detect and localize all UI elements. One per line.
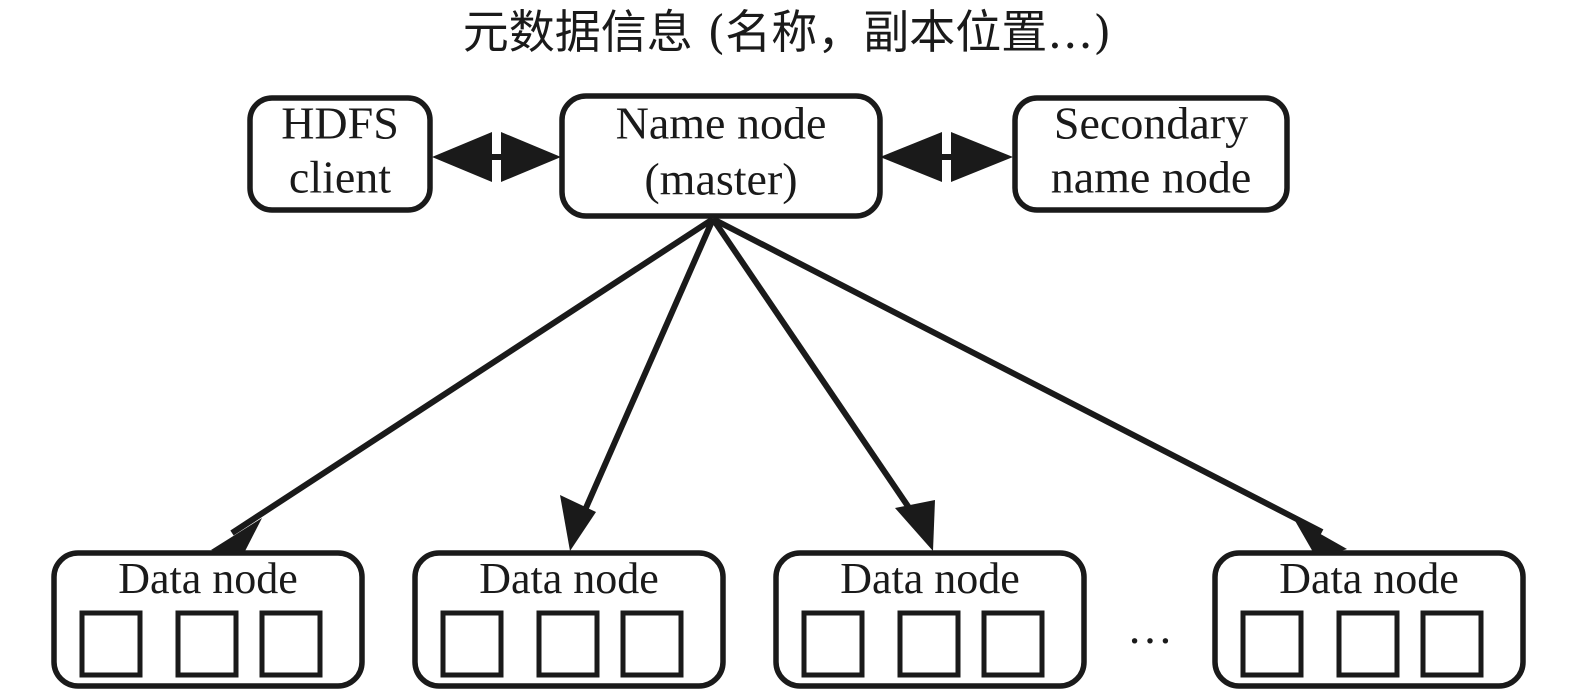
arrowhead-left-client <box>432 132 492 182</box>
secondary-name-node-box[interactable] <box>1012 95 1290 213</box>
node-data-node-3[interactable]: Data node <box>773 550 1087 689</box>
data-node-1-block-1 <box>79 610 143 678</box>
data-node-2-block-1 <box>440 610 504 678</box>
data-node-3-block-1 <box>801 610 865 678</box>
arrowhead-datanode-1 <box>211 518 262 559</box>
data-node-3-label: Data node <box>840 554 1020 603</box>
arrowhead-left-master <box>880 132 942 182</box>
data-node-2-block-2 <box>536 610 600 678</box>
node-secondary-name-node[interactable]: Secondary name node <box>1012 95 1290 213</box>
name-node-box[interactable] <box>559 93 883 219</box>
data-node-3-block-2 <box>897 610 961 678</box>
arrowhead-datanode-2 <box>560 495 596 551</box>
secondary-name-node-label-line2: name node <box>1051 152 1252 203</box>
data-node-1-block-3 <box>259 610 323 678</box>
name-node-label-line2: (master) <box>644 154 797 205</box>
node-data-node-1[interactable]: Data node <box>51 550 365 689</box>
data-node-2-block-3 <box>620 610 684 678</box>
hdfs-client-label-line2: client <box>289 152 391 203</box>
connector-master-secondary-double-arrow <box>880 132 1013 182</box>
data-node-2-label: Data node <box>479 554 659 603</box>
fanout-connectors <box>211 216 1347 559</box>
hdfs-client-box[interactable] <box>247 95 433 213</box>
node-data-node-2[interactable]: Data node <box>412 550 726 689</box>
connector-client-master-double-arrow <box>432 132 561 182</box>
arrowhead-right-secondary <box>951 132 1013 182</box>
arrowhead-datanode-3 <box>895 500 935 551</box>
node-hdfs-client[interactable]: HDFS client <box>247 95 433 213</box>
data-node-1-block-2 <box>175 610 239 678</box>
data-node-4-block-3 <box>1420 610 1484 678</box>
data-node-4-label: Data node <box>1279 554 1459 603</box>
fanout-line-datanode-1 <box>230 216 715 536</box>
data-node-4-block-1 <box>1240 610 1304 678</box>
secondary-name-node-label-line1: Secondary <box>1054 98 1248 149</box>
fanout-line-datanode-2 <box>575 217 716 528</box>
data-node-1-label: Data node <box>118 554 298 603</box>
node-data-node-4[interactable]: Data node <box>1212 550 1526 689</box>
node-name-node-master[interactable]: Name node (master) <box>559 93 883 219</box>
fanout-line-datanode-4 <box>711 216 1324 535</box>
datanode-ellipsis: … <box>1127 602 1173 653</box>
data-node-4-block-2 <box>1336 610 1400 678</box>
diagram-title: 元数据信息 (名称，副本位置…) <box>463 5 1112 59</box>
data-node-3-block-3 <box>981 610 1045 678</box>
arrowhead-datanode-4 <box>1294 519 1347 559</box>
hdfs-client-label-line1: HDFS <box>281 98 399 149</box>
arrowhead-right-master <box>501 132 561 182</box>
fanout-line-datanode-3 <box>710 217 923 526</box>
name-node-label-line1: Name node <box>616 98 827 149</box>
